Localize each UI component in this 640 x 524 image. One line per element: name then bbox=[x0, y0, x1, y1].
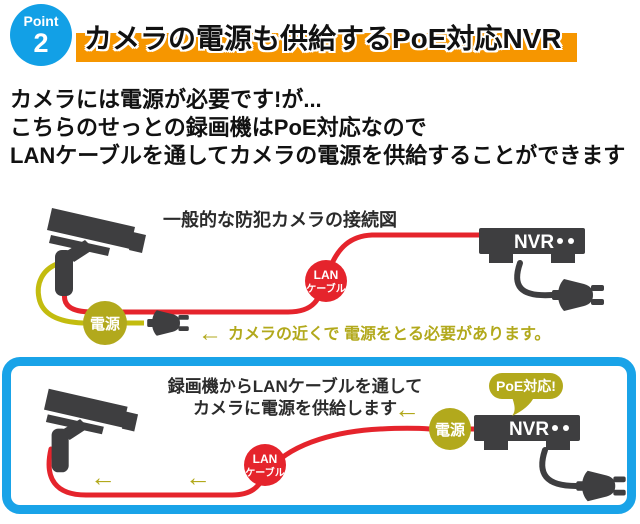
diagram-poe-connection: 録画機からLANケーブルを通して カメラに電源を供給します ← ← ← LAN … bbox=[44, 373, 626, 502]
flow-arrow-2: ← bbox=[185, 462, 211, 492]
nvr-power-cable bbox=[514, 260, 555, 299]
point-badge-label: Point bbox=[23, 12, 59, 29]
point-badge-number: 2 bbox=[33, 27, 49, 58]
lan-label-line2: ケーブル bbox=[306, 282, 345, 295]
diagram1-title: 一般的な防犯カメラの接続図 bbox=[163, 209, 397, 230]
power-badge bbox=[429, 408, 471, 450]
lan-label-line1: LAN bbox=[253, 452, 278, 466]
note-label: カメラの近くで 電源をとる必要があります。 bbox=[228, 324, 550, 343]
power-cable-line bbox=[35, 261, 86, 326]
camera-icon bbox=[44, 388, 139, 473]
note-arrow-icon: ← bbox=[198, 320, 222, 347]
power-badge bbox=[83, 301, 127, 345]
poe-callout: PoE対応! bbox=[489, 373, 563, 416]
flow-arrow-3: ← bbox=[394, 394, 420, 424]
diagram2-title-line2: カメラに電源を供給します bbox=[193, 398, 397, 418]
nvr-power-cable bbox=[539, 447, 579, 489]
lan-label-line2: ケーブル bbox=[245, 466, 284, 479]
lan-cable-badge bbox=[244, 444, 286, 486]
page-title: カメラの電源も供給するPoE対応NVR bbox=[84, 23, 562, 54]
intro-line-3: LANケーブルを通してカメラの電源を供給することができます bbox=[10, 143, 626, 168]
diagram-standard-connection: 一般的な防犯カメラの接続図 NVR LAN ケーブル 電源 ← カメラの近くで … bbox=[35, 208, 604, 347]
intro-text: カメラには電源が必要です!が... こちらのせっとの録画機はPoE対応なので L… bbox=[10, 86, 625, 170]
lan-label-line1: LAN bbox=[314, 268, 339, 282]
intro-line-1: カメラには電源が必要です!が... bbox=[10, 87, 322, 112]
poe-callout-bubble bbox=[489, 373, 563, 399]
power-label: 電源 bbox=[435, 421, 465, 439]
title-banner bbox=[76, 33, 577, 62]
diagram2-title-line1: 録画機からLANケーブルを通して bbox=[168, 376, 422, 396]
nvr-plug-icon bbox=[552, 279, 604, 311]
flow-arrow-1: ← bbox=[90, 462, 116, 492]
nvr-label: NVR bbox=[509, 419, 549, 440]
camera-icon bbox=[47, 208, 146, 296]
point-badge: Point 2 bbox=[10, 4, 72, 66]
nvr-plug-icon bbox=[576, 470, 626, 502]
poe-callout-tail bbox=[512, 397, 534, 416]
nvr-label: NVR bbox=[514, 232, 554, 253]
power-label: 電源 bbox=[90, 315, 120, 333]
intro-line-2: こちらのせっとの録画機はPoE対応なので bbox=[10, 115, 427, 140]
lan-cable-badge bbox=[305, 260, 347, 302]
poe-callout-label: PoE対応! bbox=[496, 378, 556, 394]
